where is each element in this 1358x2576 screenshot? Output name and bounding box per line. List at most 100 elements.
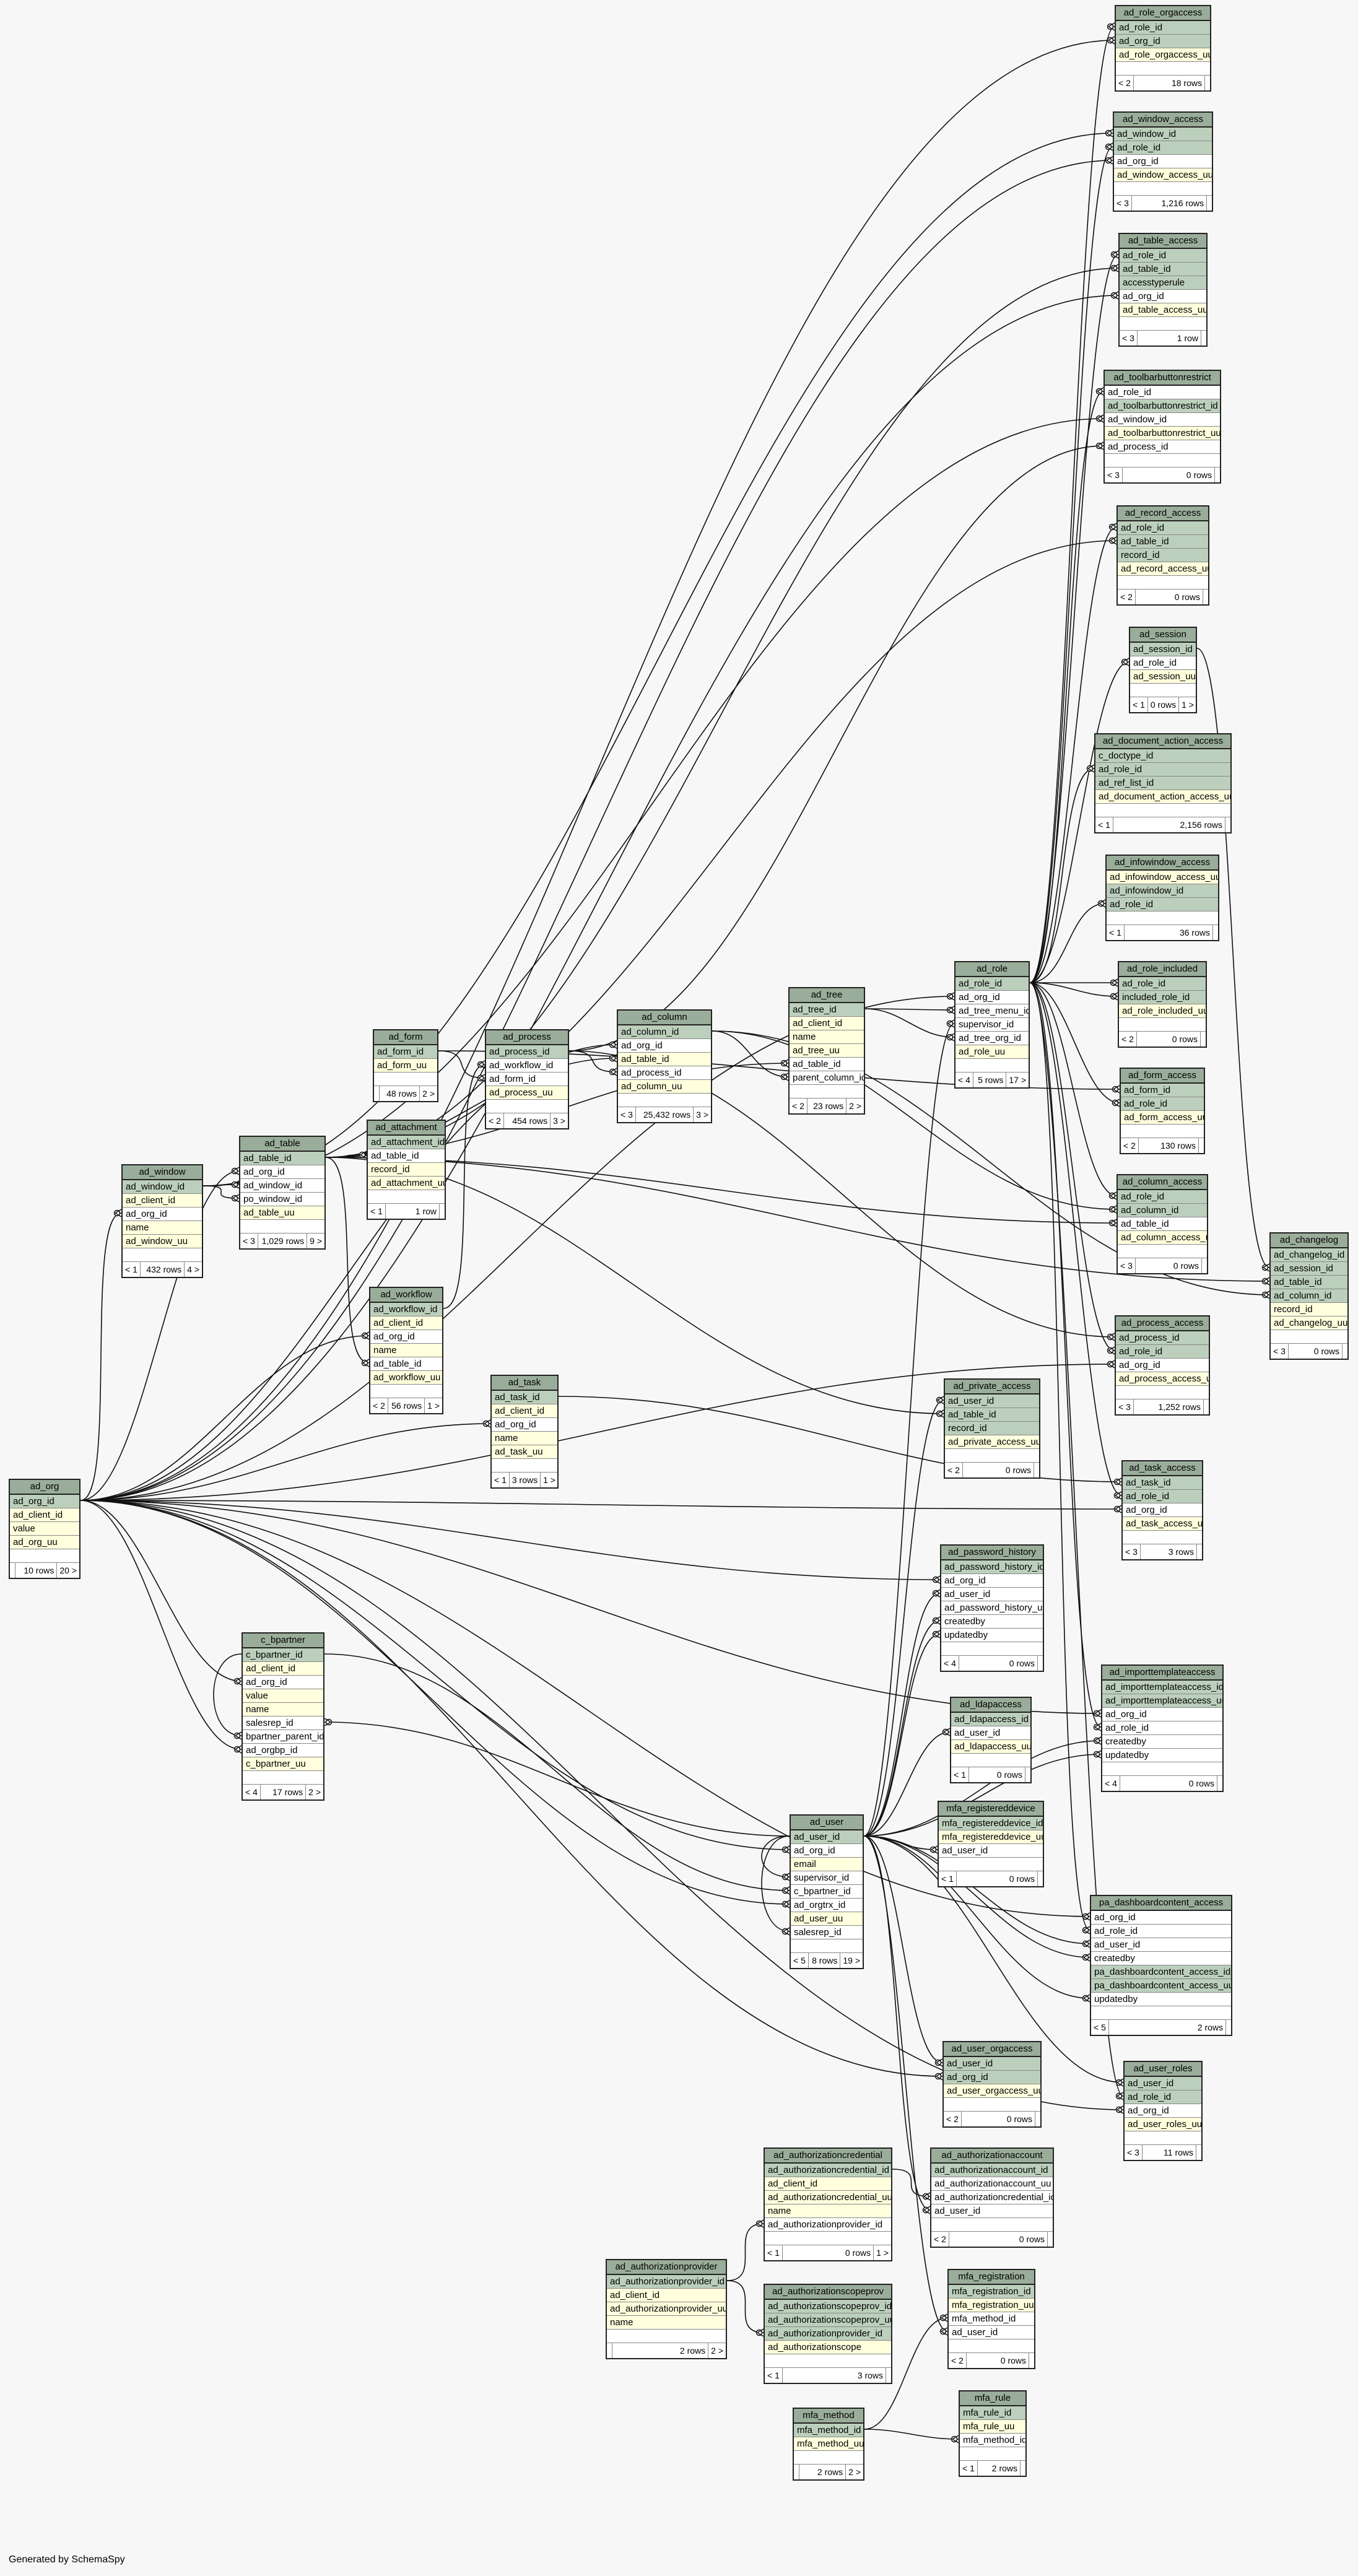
row-count: 17 rows	[261, 1785, 307, 1799]
column-ad-form-id: ad_form_id	[1121, 1084, 1204, 1097]
column-mfa-method-id: mfa_method_id	[794, 2424, 863, 2437]
column-c-doctype-id: c_doctype_id	[1095, 749, 1230, 763]
optional-marker	[781, 1928, 789, 1935]
crowfoot-marker	[1110, 523, 1117, 531]
crowfoot-marker	[1115, 1477, 1122, 1486]
optional-marker	[1105, 143, 1112, 150]
table-spacer	[1114, 182, 1212, 196]
optional-marker	[942, 1728, 949, 1736]
relationship-line	[863, 1740, 1102, 1837]
crowfoot-marker	[943, 1728, 951, 1736]
relationship-line	[1029, 26, 1115, 983]
child-count	[1202, 1258, 1207, 1273]
column-ad-table-id: ad_table_id	[1118, 535, 1208, 549]
crowfoot-marker	[933, 1575, 941, 1584]
crowfoot-marker	[1099, 899, 1106, 908]
relationship-line	[443, 1064, 485, 1309]
optional-marker	[1110, 292, 1118, 299]
crowfoot-marker	[1106, 156, 1113, 165]
column-supervisor-id: supervisor_id	[791, 1871, 863, 1885]
relationship-line	[1029, 982, 1122, 1496]
crowfoot-marker	[1110, 1191, 1117, 1200]
column-ad-table-id: ad_table_id	[618, 1053, 711, 1066]
child-count: 4 >	[187, 1264, 199, 1274]
column-ad-process-id: ad_process_id	[1105, 440, 1220, 454]
optional-marker	[113, 1209, 121, 1217]
column-ad-role-uu: ad_role_uu	[955, 1045, 1029, 1059]
optional-marker	[929, 1846, 937, 1853]
column-ad-table-id: ad_table_id	[240, 1152, 324, 1165]
column-ad-org-id: ad_org_id	[1120, 290, 1206, 303]
column-mfa-registration-uu: mfa_registration_uu	[949, 2299, 1034, 2312]
parent-count: < 2	[1121, 1138, 1139, 1153]
table-name: ad_ldapaccess	[951, 1698, 1030, 1713]
table-spacer	[1116, 62, 1210, 76]
relationship-line	[80, 1500, 242, 1750]
column-ad-task-uu: ad_task_uu	[492, 1445, 557, 1459]
column-ad-client-id: ad_client_id	[790, 1017, 864, 1030]
column-ad-column-access-uu: ad_column_access_uu	[1118, 1231, 1207, 1245]
optional-marker	[1261, 1264, 1269, 1271]
column-ad-private-access-uu: ad_private_access_uu	[945, 1435, 1039, 1449]
row-count: 0 rows	[963, 1463, 1034, 1477]
column-updatedby: updatedby	[1102, 1749, 1222, 1762]
parent-count: < 1	[960, 2461, 978, 2476]
parent-count: < 1	[1107, 925, 1125, 940]
table-name: pa_dashboardcontent_access	[1091, 1896, 1231, 1911]
parent-count: < 2	[1116, 76, 1134, 90]
child-count: 19 >	[843, 1956, 860, 1965]
optional-marker	[359, 1151, 366, 1159]
column-accesstyperule: accesstyperule	[1120, 276, 1206, 290]
table-name: ad_password_history	[941, 1546, 1043, 1560]
relationship-line	[1029, 254, 1119, 983]
relationship-line	[80, 1500, 1122, 1510]
